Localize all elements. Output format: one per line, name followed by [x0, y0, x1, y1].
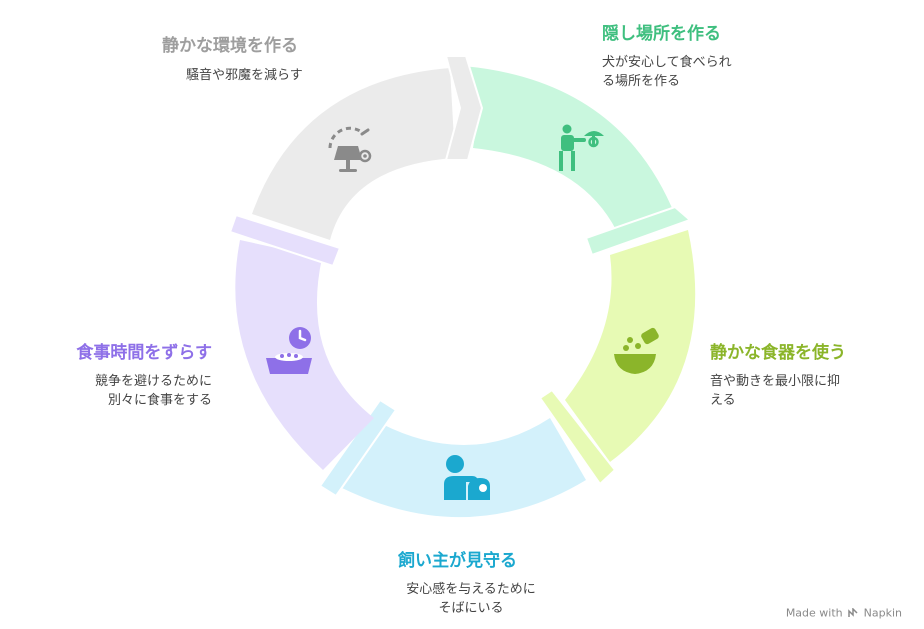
- person-watching-icon: [444, 455, 490, 500]
- napkin-brand-label: Napkin: [863, 606, 902, 620]
- stage-desc-stagger-meals: 競争を避けるために 別々に食事をする: [95, 372, 212, 410]
- desc-line: そばにいる: [438, 601, 504, 616]
- desc-line: る場所を作る: [602, 74, 681, 89]
- stage-title-hide-place: 隠し場所を作る: [602, 24, 721, 44]
- desc-line: 音や動きを最小限に抑: [710, 374, 841, 389]
- desc-line: える: [710, 393, 736, 408]
- bowl-clock-icon: [266, 327, 312, 374]
- person-with-plant-icon: [559, 124, 604, 171]
- food-bowl-icon: [614, 327, 659, 374]
- napkin-attribution[interactable]: Made with Napkin: [786, 606, 902, 620]
- segment-quiet-dishes: [538, 230, 696, 486]
- stage-desc-quiet-dishes: 音や動きを最小限に抑 える: [710, 372, 840, 410]
- napkin-logo-icon: [848, 607, 858, 617]
- stage-desc-quiet-environment: 騒音や邪魔を減らす: [186, 66, 303, 85]
- desc-line: 安心感を与えるために: [406, 582, 536, 597]
- stage-title-quiet-dishes: 静かな食器を使う: [710, 343, 846, 363]
- stage-desc-hide-place: 犬が安心して食べられ る場所を作る: [602, 53, 732, 91]
- made-with-label: Made with: [785, 606, 843, 620]
- desc-line: 競争を避けるために: [94, 374, 212, 389]
- stage-title-stagger-meals: 食事時間をずらす: [76, 343, 212, 363]
- desc-line: 騒音や邪魔を減らす: [186, 68, 303, 83]
- quiet-lamp-icon: [328, 126, 372, 172]
- stage-title-owner-watch: 飼い主が見守る: [398, 551, 517, 571]
- stage-title-quiet-environment: 静かな環境を作る: [162, 36, 298, 56]
- stage-desc-owner-watch: 安心感を与えるために そばにいる: [379, 580, 563, 618]
- desc-line: 犬が安心して食べられ: [602, 55, 732, 70]
- segment-hide-place: [463, 66, 692, 257]
- segment-stagger-meals: [228, 213, 374, 470]
- desc-line: 別々に食事をする: [107, 393, 212, 408]
